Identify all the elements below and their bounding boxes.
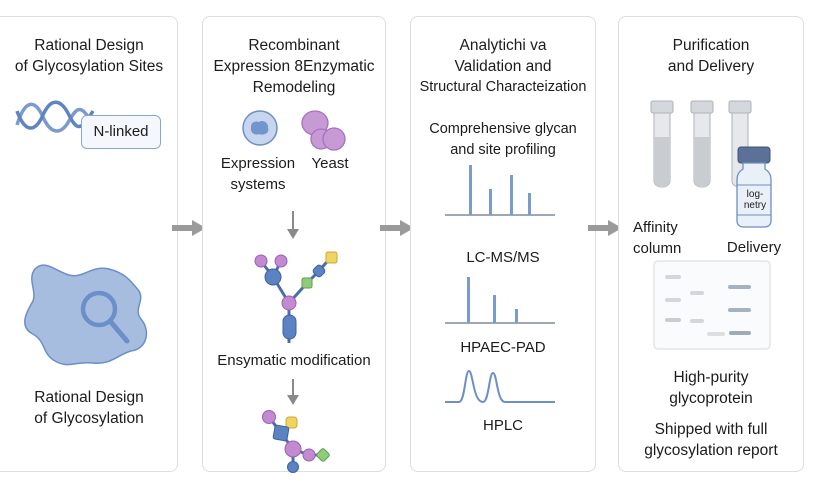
panel-subtitle: Comprehensive glycan and site profiling — [411, 119, 595, 161]
title-line: Remodeling — [252, 79, 336, 96]
caption-shipped: Shipped with full glycosylation report — [619, 419, 803, 461]
panel-title: Analytichi va Validation and Structural … — [411, 35, 595, 98]
title-line: of Glycosylation Sites — [14, 58, 164, 75]
down-arrow-icon — [287, 211, 299, 239]
vial-label: log- netry — [737, 189, 773, 211]
caption-line: of Glycosylation — [34, 410, 144, 427]
method-hpaec-pad: HPAEC-PAD — [460, 339, 546, 356]
panel-purification-delivery: Purification and Delivery log- netry Aff… — [618, 16, 804, 472]
title-line: Analytichi va — [459, 37, 547, 54]
panel-title: Recombinant Expression 8Enzymatic Remode… — [203, 35, 385, 98]
vial-icon — [736, 146, 772, 228]
method-lc-ms-ms: LC-MS/MS — [466, 249, 540, 266]
subtitle-line: and site profiling — [450, 142, 556, 158]
caption-high-purity: High-purity glycoprotein — [619, 367, 803, 409]
vial-label-line: netry — [743, 200, 767, 211]
panel-rational-design: Rational Design of Glycosylation Sites N… — [0, 16, 178, 472]
title-line: Validation and — [454, 58, 552, 75]
vial-label-line: log- — [746, 189, 764, 200]
flow-arrow-icon — [588, 220, 622, 236]
label-line: Expression — [220, 155, 296, 172]
label-delivery: Delivery — [726, 239, 782, 256]
label-line: column — [633, 240, 682, 257]
method-hplc: HPLC — [482, 417, 523, 434]
yeast-icon — [301, 110, 346, 151]
caption-line: glycoprotein — [669, 390, 753, 407]
expression-cell-icon — [242, 110, 278, 146]
caption-line: Rational Design — [34, 389, 144, 406]
title-line: Rational Design — [34, 37, 144, 54]
flow-arrow-icon — [172, 220, 206, 236]
label-expression-systems: Expression systems — [213, 153, 303, 195]
modified-glycan-icon — [262, 410, 330, 473]
gel-electrophoresis-icon — [653, 260, 771, 350]
panel-analytical-validation: Analytichi va Validation and Structural … — [410, 16, 596, 472]
subtitle-line: Comprehensive glycan — [429, 121, 577, 137]
title-line: and Delivery — [667, 58, 755, 75]
panel-title: Purification and Delivery — [619, 35, 803, 77]
label-line: Affinity — [633, 219, 678, 236]
chromatogram-icon — [445, 369, 555, 404]
down-arrow-icon — [287, 379, 299, 405]
caption-line: glycosylation report — [644, 442, 778, 459]
dna-helix-icon — [15, 100, 95, 133]
flow-arrow-icon — [380, 220, 414, 236]
caption-line: Shipped with full — [654, 421, 768, 438]
title-line: Structural Characteization — [419, 79, 587, 95]
title-line: Purification — [672, 37, 750, 54]
caption-line: High-purity — [673, 369, 749, 386]
protein-magnifier-icon — [24, 264, 148, 366]
panel-caption: Rational Design of Glycosylation — [1, 387, 177, 429]
label-yeast: Yeast — [311, 155, 349, 172]
n-linked-badge: N-linked — [81, 115, 161, 149]
label-enzymatic-modification: Ensymatic modification — [217, 352, 371, 369]
title-line: Expression 8Enzymatic — [213, 58, 375, 75]
panel-recombinant-expression: Recombinant Expression 8Enzymatic Remode… — [202, 16, 386, 473]
panel-title: Rational Design of Glycosylation Sites — [1, 35, 177, 77]
label-line: systems — [230, 176, 286, 193]
glycan-structure-icon — [254, 251, 338, 343]
title-line: Recombinant — [248, 37, 340, 54]
label-affinity-column: Affinity column — [633, 217, 681, 259]
ms-peaks-icon — [445, 277, 555, 324]
spectrum-peaks-icon — [445, 165, 555, 216]
